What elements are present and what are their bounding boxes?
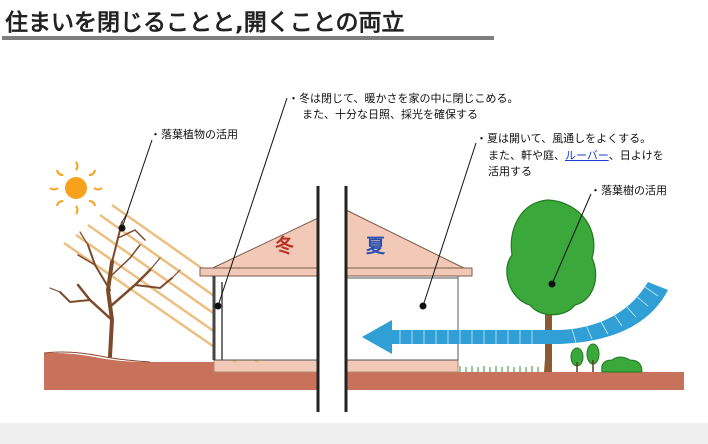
shrub-icons [570, 343, 643, 373]
note-winter-line1: ・冬は閉じて、暖かさを家の中に閉じこめる。 [288, 92, 519, 105]
title-underline [2, 36, 494, 40]
note-deciduous-trees: ・落葉樹の活用 [590, 184, 667, 197]
note-summer-line3: 活用する [488, 165, 532, 178]
leader-dots [118, 224, 427, 310]
note-summer-line2-pre: また、軒や庭、 [488, 149, 565, 162]
footer-band [0, 423, 708, 444]
winter-house [199, 217, 319, 361]
summer-house [345, 209, 473, 361]
summer-label: 夏 [366, 235, 386, 257]
note-summer-line2: また、軒や庭、ルーバー、日よけを [488, 147, 664, 164]
season-divider [316, 186, 348, 412]
sun-icon [49, 161, 103, 215]
leader-lines [121, 97, 592, 307]
wind-arrow-icon [362, 282, 668, 354]
leafy-tree-icon [506, 199, 597, 372]
ground [43, 351, 684, 390]
winter-label: 冬 [275, 234, 294, 257]
note-summer-line2-post: 、日よけを [608, 149, 664, 162]
note-winter-line2: また、十分な日照、採光を確保する [302, 108, 478, 121]
louver-link[interactable]: ルーバー [565, 149, 609, 162]
page-title: 住まいを閉じることと,開くことの両立 [5, 10, 405, 36]
note-deciduous-plants: ・落葉植物の活用 [150, 128, 238, 141]
bare-tree-icon [49, 211, 181, 358]
note-summer-line1: ・夏は開いて、風通しをよくする。 [476, 132, 652, 145]
